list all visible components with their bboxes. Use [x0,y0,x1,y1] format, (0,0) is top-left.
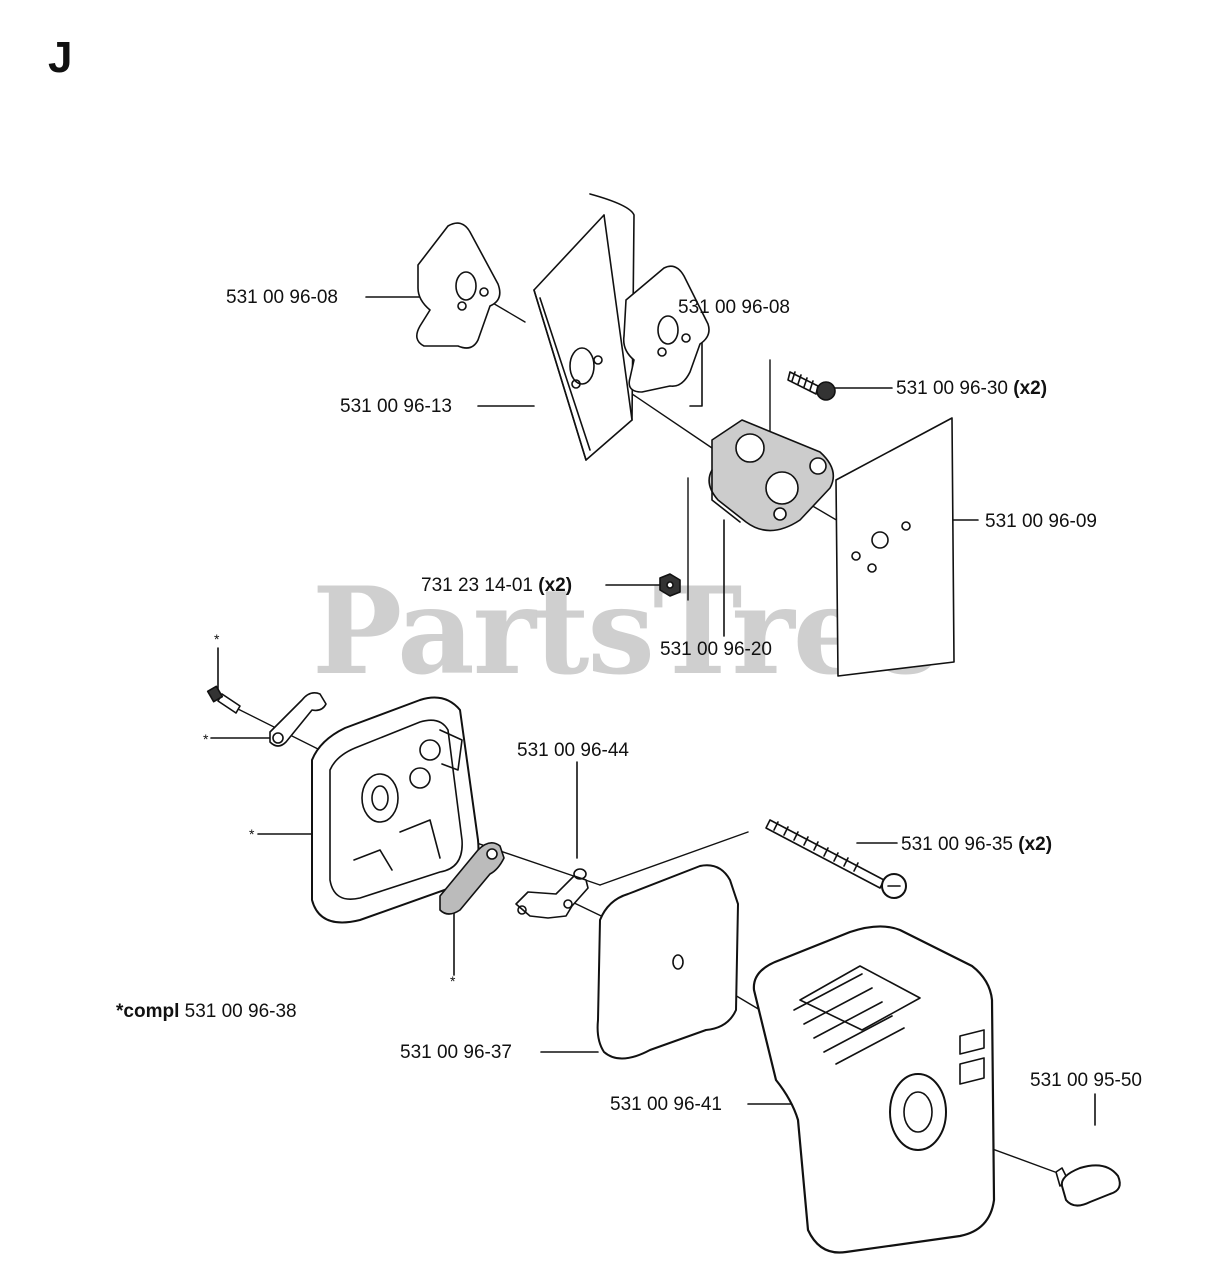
label-gasket-large: 531 00 96-09 [985,511,1097,532]
label-knob: 531 00 95-50 [1030,1070,1142,1091]
label-intake-flange: 531 00 96-20 [660,639,772,660]
label-gasket-left: 531 00 96-08 [226,287,338,308]
screw-top [787,371,836,401]
choke-lever [439,842,505,915]
asterisk-clip: * [203,731,209,747]
gasket-left [416,222,501,349]
asterisk-lever: * [450,973,456,989]
heat-shield [533,193,635,461]
label-long-screw: 531 00 96-35 (x2) [901,834,1053,855]
bracket [515,868,589,919]
gasket-right [622,265,710,393]
label-screw-top: 531 00 96-30 (x2) [896,378,1048,399]
nut [659,573,681,597]
leader-lines [210,296,1096,1126]
label-filter-cover: 531 00 96-41 [610,1094,722,1115]
label-heat-shield: 531 00 96-13 [340,396,452,417]
gasket-large [835,417,955,677]
knob [1055,1164,1121,1207]
asterisk-screw: * [214,631,220,647]
filter-housing [311,696,480,924]
intake-flange [708,419,835,532]
asterisk-housing: * [249,826,255,842]
label-nut: 731 23 14-01 (x2) [421,575,573,596]
small-screw [206,685,241,714]
long-screw [765,819,907,899]
label-gasket-right: 531 00 96-08 [678,297,790,318]
foam-filter [596,864,739,1060]
filter-cover [752,925,996,1254]
section-letter: J [48,33,73,82]
label-filter: 531 00 96-37 [400,1042,512,1063]
latch-clip [269,692,327,747]
label-bracket: 531 00 96-44 [517,740,629,761]
compl-note: *compl 531 00 96-38 [116,1001,297,1022]
